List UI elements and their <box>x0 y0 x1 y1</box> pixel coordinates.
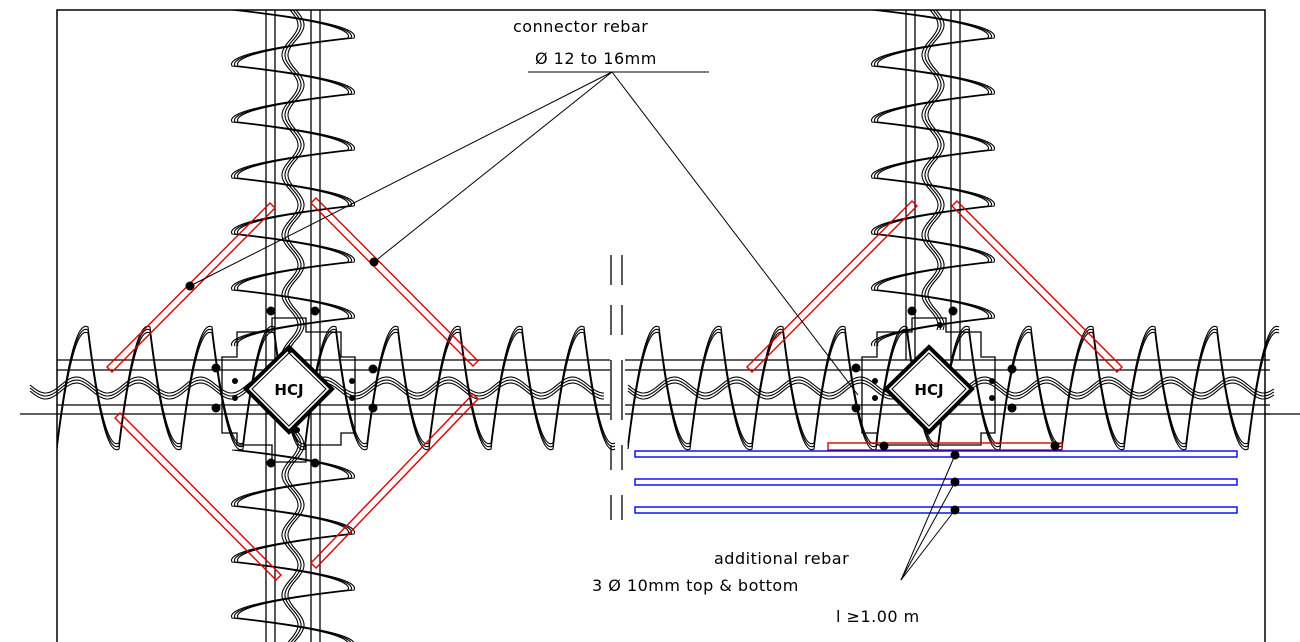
leader-lines <box>189 71 956 581</box>
connector-rebar-size: Ø 12 to 16mm <box>535 49 657 68</box>
beam-coil-right <box>627 331 1280 451</box>
connector-rebar-right-ul <box>746 200 918 373</box>
column-coil-left <box>234 9 352 347</box>
connector-rebar-label: connector rebar <box>513 17 648 36</box>
drawing-frame <box>56 9 1266 642</box>
connector-rebar-right-bottom <box>827 442 1063 451</box>
hcj-label-right: HCJ <box>914 381 943 399</box>
beam-coil-left <box>56 328 616 448</box>
column-wave-right <box>924 9 942 331</box>
column-wave-left <box>284 9 302 642</box>
additional-rebar-label: additional rebar <box>714 549 849 568</box>
connector-rebar-left-lr <box>310 392 479 570</box>
connector-rebar-right-ur <box>951 200 1123 373</box>
break-marks <box>610 255 623 520</box>
additional-rebar-1 <box>634 450 1238 458</box>
spiral-rebars <box>29 9 1280 642</box>
additional-rebar-3 <box>634 506 1238 514</box>
connector-rebar-left-ul <box>106 202 276 373</box>
column-coil-left <box>231 9 349 347</box>
connector-rebars <box>106 197 1123 581</box>
column-coil-right <box>877 9 995 347</box>
column-coil-right <box>874 9 992 347</box>
column-wave-left <box>287 9 305 642</box>
additional-rebars <box>634 450 1238 514</box>
column-coil-right <box>871 9 989 347</box>
additional-rebar-size: 3 Ø 10mm top & bottom <box>592 576 799 595</box>
connector-rebar-left-ur <box>310 197 479 367</box>
hcj-label-left: HCJ <box>274 381 303 399</box>
column-coil-left <box>237 449 355 642</box>
beam-coil-right <box>627 325 1280 445</box>
weld-dots <box>185 257 1060 515</box>
additional-rebar-length: l ≥1.00 m <box>836 607 920 626</box>
column-wave-left <box>281 9 299 642</box>
column-coil-left <box>237 9 355 347</box>
hcj-joint-right: HCJ <box>861 317 996 446</box>
additional-rebar-2 <box>634 478 1238 486</box>
connector-rebar-left-ll <box>114 412 282 581</box>
hcj-joint-left: HCJ <box>221 317 356 463</box>
column-rebar-left <box>265 10 321 642</box>
beam-coil-right <box>627 328 1280 448</box>
column-wave-right <box>927 9 945 331</box>
beam-coil-left <box>56 325 616 445</box>
column-wave-right <box>921 9 939 331</box>
